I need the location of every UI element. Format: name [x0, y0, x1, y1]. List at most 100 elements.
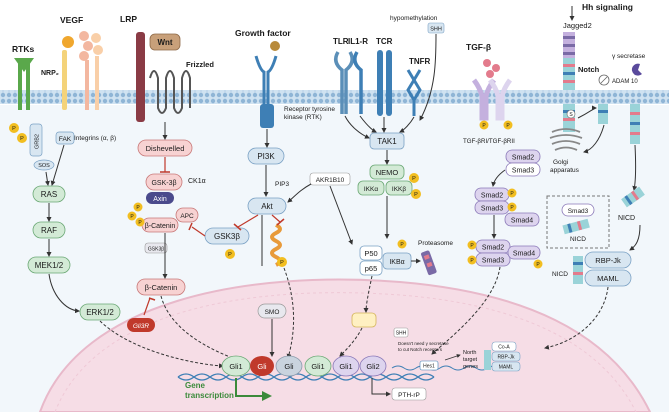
svg-text:P: P	[20, 136, 24, 142]
tgfb-ligands	[483, 59, 500, 78]
ras-node: RAS	[32, 185, 66, 203]
svg-text:APC: APC	[180, 213, 194, 220]
gli-red-node: Gli	[250, 356, 274, 376]
north-target-3: genes	[463, 364, 478, 370]
svg-text:P50: P50	[364, 249, 377, 258]
svg-text:P: P	[228, 252, 232, 258]
svg-text:P: P	[470, 243, 474, 249]
svg-text:MAML: MAML	[597, 274, 619, 283]
svg-text:Smad2: Smad2	[512, 155, 534, 162]
tak1-node: TAK1	[369, 132, 405, 150]
fak-node	[55, 131, 75, 145]
tlr-il1r-receptors	[334, 51, 363, 114]
svg-text:Smad2: Smad2	[482, 245, 504, 252]
svg-text:GSK3β: GSK3β	[148, 247, 164, 253]
cell-membrane	[0, 90, 669, 104]
svg-text:P: P	[414, 192, 418, 198]
tcr-receptor	[377, 50, 392, 116]
svg-text:SOS: SOS	[38, 163, 50, 169]
svg-text:SHH: SHH	[396, 331, 407, 337]
frizzled-label: Frizzled	[186, 60, 214, 69]
rtk-pi3k-receptor	[254, 55, 278, 128]
svg-text:P: P	[510, 191, 514, 197]
integrin-receptor	[79, 31, 103, 110]
shh-box: SHH	[427, 22, 445, 34]
destruction-complex: GSK-3β CK1α Axin APC β-Catenin P P P	[127, 173, 206, 233]
pi3k-node: PI3K	[247, 147, 285, 165]
svg-text:P: P	[470, 258, 474, 264]
gene-transcription-label-2: transcription	[185, 391, 234, 400]
integrins-label: Integrins (α, β)	[74, 135, 116, 142]
svg-text:RBP-Jk: RBP-Jk	[498, 355, 515, 361]
pthrp-node: PTH-rP	[391, 387, 427, 401]
tcr-label: TCR	[376, 37, 393, 46]
svg-text:Smad2: Smad2	[481, 193, 503, 200]
raf-node: RAF	[32, 221, 66, 239]
hes1-box: Hes1	[419, 360, 439, 371]
nicd-left-label: NICD	[552, 271, 568, 278]
golgi-apparatus	[549, 128, 583, 151]
svg-text:P: P	[482, 123, 486, 129]
tgfb-receptor-phospho: P P	[479, 120, 513, 130]
svg-text:P: P	[400, 242, 404, 248]
svg-text:Smad4: Smad4	[513, 251, 535, 258]
tnfr-receptor	[406, 69, 422, 116]
gene-transcription-label-1: Gene	[185, 381, 206, 390]
svg-text:Gli1: Gli1	[339, 362, 352, 371]
svg-text:GSK-3β: GSK-3β	[151, 180, 176, 187]
nfkb-ikba-complex: P50 p65 IKBα P	[359, 239, 412, 276]
rtk-arrows	[44, 144, 224, 369]
nfkb-receptor-arrows	[344, 115, 415, 165]
shh-small-box: SHH	[393, 327, 409, 338]
svg-text:RAF: RAF	[41, 226, 57, 235]
wnt-ligand: Wnt	[149, 33, 181, 51]
hypomethylation-label: hypomethylation	[390, 15, 438, 22]
svg-text:Smad3: Smad3	[512, 168, 534, 175]
akt-node: Akt	[247, 197, 287, 215]
svg-text:P: P	[536, 262, 540, 268]
svg-text:Gli3R: Gli3R	[133, 323, 150, 330]
rtks-label: RTKs	[12, 44, 34, 54]
gamma-secretase-icon	[631, 63, 642, 76]
pip3-label: PIP3	[275, 181, 289, 188]
svg-text:Wnt: Wnt	[157, 38, 172, 47]
gli1-node-a: Gli1	[221, 355, 251, 377]
tgfb-receptor	[471, 78, 513, 121]
golgi-label-1: Golgi	[553, 159, 568, 166]
svg-text:GRB2: GRB2	[35, 134, 41, 149]
gsk3b-small-node: GSK3β	[144, 242, 168, 254]
svg-text:NICD: NICD	[570, 236, 586, 243]
notch-transcription-complex: Co-A RBP-Jk MAML	[484, 341, 521, 372]
svg-text:Smad3: Smad3	[481, 206, 503, 213]
frizzled-receptor	[149, 70, 191, 114]
gli2-node: Gli2	[359, 355, 387, 377]
nrp2-label: NRP₂	[41, 70, 59, 77]
svg-text:Gli1: Gli1	[311, 362, 324, 371]
svg-text:Gli2: Gli2	[366, 362, 379, 371]
nicd-fragment	[621, 186, 645, 208]
svg-text:P: P	[138, 220, 142, 226]
svg-text:Gli: Gli	[257, 362, 267, 371]
svg-text:AKR1B10: AKR1B10	[316, 177, 345, 184]
vegf-ligand	[62, 36, 74, 48]
grb2-sos-complex: GRB2 SOS	[29, 123, 55, 171]
svg-text:GSK3β: GSK3β	[214, 232, 240, 241]
fak-label: FAK	[59, 136, 72, 143]
cleaved-notch	[598, 104, 640, 144]
akr1b10-node: AKR1B10	[309, 172, 351, 186]
gli1-node-b: Gli1	[304, 355, 332, 377]
lrp-receptor	[136, 32, 145, 122]
svg-text:p65: p65	[365, 264, 378, 273]
svg-text:β-Catenin: β-Catenin	[145, 223, 176, 230]
svg-text:Dishevelled: Dishevelled	[146, 144, 185, 153]
psmad-node: Smad2 Smad3 Smad4 P P	[474, 187, 540, 227]
svg-text:Hes1: Hes1	[423, 364, 435, 370]
svg-text:RAS: RAS	[41, 190, 57, 199]
svg-text:P: P	[280, 260, 284, 266]
rbpjk-maml-node: RBP-Jk MAML	[573, 251, 632, 287]
svg-text:SMO: SMO	[265, 309, 280, 316]
tgfb-receptor-label: TGF-βRI/TGF-βRII	[463, 138, 515, 145]
s-cleavage-mark: S	[566, 109, 576, 119]
north-target-2: target	[463, 357, 478, 363]
